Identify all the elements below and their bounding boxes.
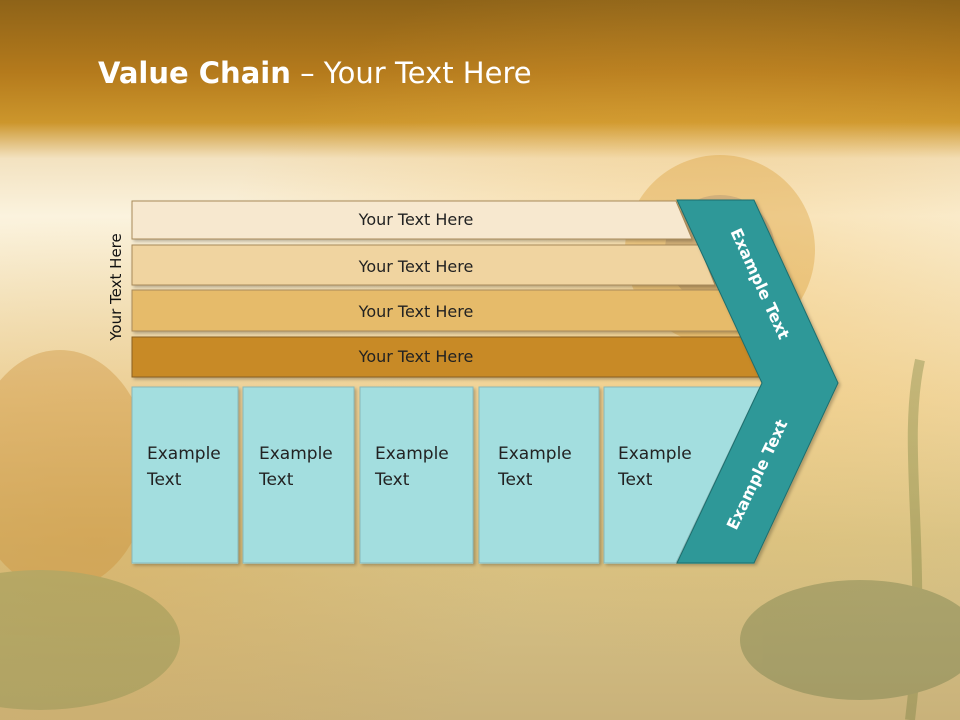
box-1: [131, 386, 239, 564]
reflect-box-5-line2: Text: [617, 636, 653, 656]
reflect-box-2-line2: Text: [258, 636, 294, 656]
reflect-box-3-line2: Text: [374, 636, 410, 656]
box-4: [478, 386, 600, 564]
page-title: Value Chain – Your Text Here: [98, 56, 532, 90]
svg-text:ExampleText: Example Text: [146, 636, 221, 682]
bar-1-label: Your Text Here: [358, 210, 474, 229]
bar-2: [131, 244, 716, 286]
box-1-line1: Example: [147, 444, 221, 464]
reflection: Example Text Example Text Example Text Exam…: [132, 563, 828, 720]
reflect-box-4-line1: Example: [498, 662, 572, 682]
title-bold: Value Chain: [98, 56, 291, 90]
box-5-line1: Example: [618, 444, 692, 464]
box-3-line1: Example: [375, 444, 449, 464]
reflect-box-1-line1: Example: [147, 662, 221, 682]
bar-3-label: Your Text Here: [358, 302, 474, 321]
reflect-box-3-line1: Example: [375, 662, 449, 682]
bar-1: [131, 200, 693, 240]
box-5-line2: Text: [617, 470, 653, 490]
box-4-line1: Example: [498, 444, 572, 464]
box-3: [359, 386, 474, 564]
bar-4-label: Your Text Here: [358, 347, 474, 366]
svg-text:ExampleText: Example Text: [258, 636, 333, 682]
svg-text:ExampleText: Example Text: [374, 636, 449, 682]
box-2-line1: Example: [259, 444, 333, 464]
bar-2-label: Your Text Here: [358, 257, 474, 276]
boxes-group: [131, 386, 761, 564]
box-3-line2: Text: [374, 470, 410, 490]
box-2-line2: Text: [258, 470, 294, 490]
reflect-box-5-line1: Example: [618, 662, 692, 682]
bars-group: [131, 200, 764, 378]
svg-text:ExampleText: Example Text: [617, 636, 692, 682]
title-rest: – Your Text Here: [290, 56, 532, 90]
reflect-box-2-line1: Example: [259, 662, 333, 682]
reflect-box-4-line2: Text: [497, 636, 533, 656]
box-1-line2: Text: [146, 470, 182, 490]
box-2: [242, 386, 355, 564]
reflect-box-1-line2: Text: [146, 636, 182, 656]
box-4-line2: Text: [497, 470, 533, 490]
svg-text:ExampleText: Example Text: [497, 636, 572, 682]
